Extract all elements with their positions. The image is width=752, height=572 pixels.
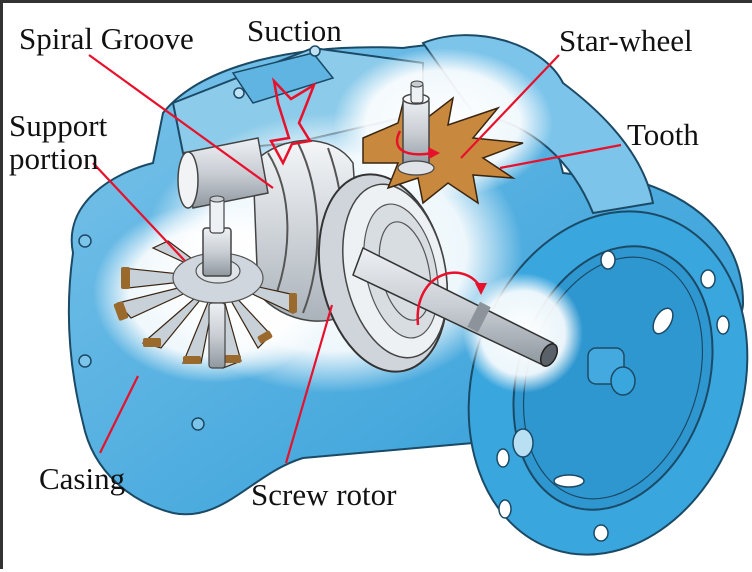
callout-tooth — [499, 143, 622, 170]
rotation-arrow-shaft — [416, 271, 487, 326]
suction-arrow-icon — [269, 77, 317, 166]
rotation-arrow-star-wheel — [395, 130, 440, 159]
callout-support-portion — [92, 162, 186, 262]
screw-rotor — [177, 137, 559, 373]
label-suction: Suction — [247, 13, 342, 48]
callout-casing — [99, 375, 139, 454]
callout-star-wheel — [460, 54, 560, 159]
callout-lines — [88, 54, 622, 464]
label-star-wheel: Star-wheel — [559, 23, 693, 58]
callout-spiral-groove — [88, 54, 274, 189]
support-star-wheel — [113, 195, 297, 369]
label-spiral-groove: Spiral Groove — [19, 21, 194, 56]
label-support-portion: Support portion — [9, 109, 107, 175]
star-wheel — [362, 80, 524, 205]
label-screw-rotor: Screw rotor — [251, 477, 397, 512]
label-casing: Casing — [39, 461, 126, 496]
compressor-illustration — [67, 34, 749, 556]
label-support-portion-line2: portion — [9, 141, 99, 176]
label-support-portion-line1: Support — [9, 108, 108, 143]
label-tooth: Tooth — [627, 117, 699, 152]
callout-screw-rotor — [284, 304, 334, 464]
